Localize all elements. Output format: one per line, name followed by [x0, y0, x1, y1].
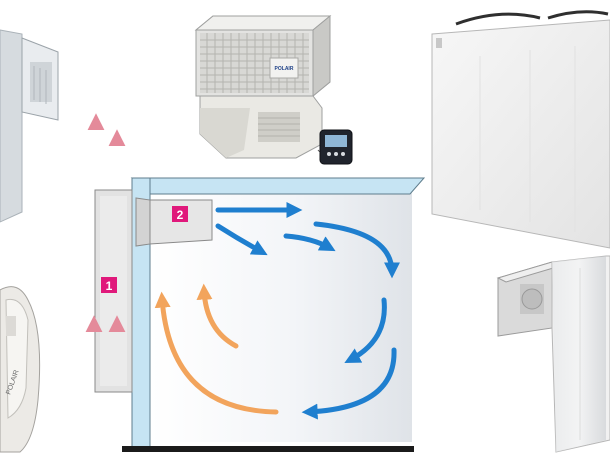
wall-monoblock-icon: [0, 29, 59, 223]
warm-arrow-2: [196, 283, 239, 349]
exhaust-flow-arrows: [85, 113, 126, 370]
flat-panel-monoblock-icon: [431, 10, 610, 249]
monoblock-logo: POLAIR: [275, 66, 294, 72]
wall-mounted-monoblock-icon: [496, 255, 610, 453]
marker-1: 1: [101, 277, 117, 293]
warm-arrow-1: [154, 291, 279, 415]
warm-flow-arrows: [154, 283, 279, 415]
curved-monoblock-icon: POLAIR: [0, 286, 41, 453]
cold-arrow-5: [344, 297, 387, 363]
marker-1-label: 1: [106, 279, 113, 293]
cold-arrow-4: [313, 221, 400, 279]
ceiling-monoblock-icon: POLAIR: [194, 14, 335, 159]
cold-arrow-6: [301, 347, 397, 420]
remote-controller-icon: [319, 129, 353, 165]
cold-arrow-3: [283, 233, 336, 252]
marker-2-label: 2: [177, 208, 184, 222]
cold-flow-arrows: [215, 201, 400, 420]
marker-2: 2: [172, 206, 188, 222]
cold-arrow-2: [215, 223, 268, 256]
